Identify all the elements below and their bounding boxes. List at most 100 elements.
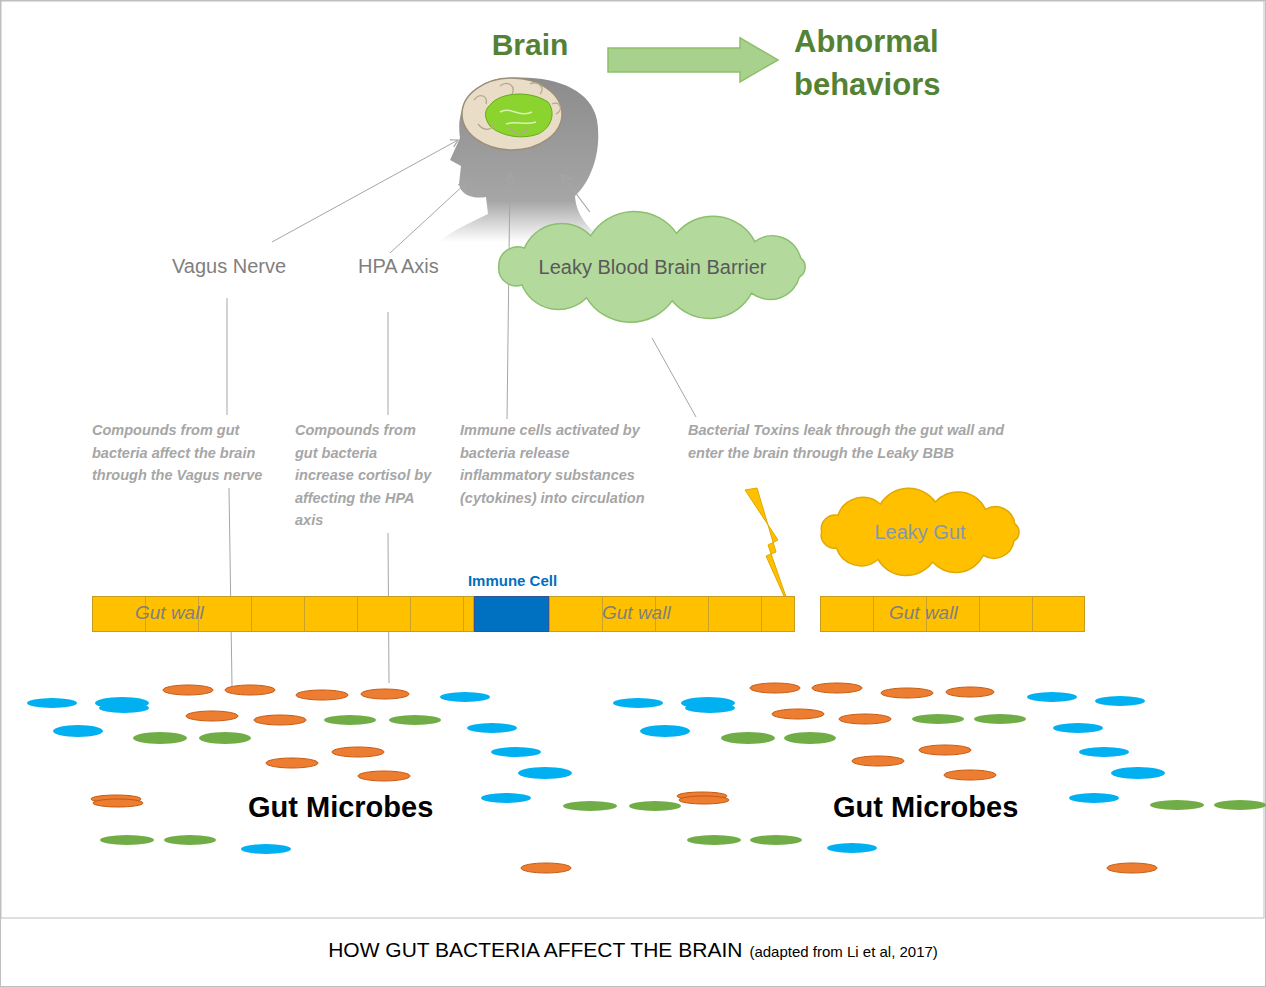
microbe <box>613 698 663 708</box>
leader-line <box>229 488 232 686</box>
microbe <box>750 835 802 845</box>
microbe <box>163 685 213 695</box>
microbe <box>1079 747 1129 757</box>
node-label: Leaky Gut <box>800 483 1040 581</box>
microbe <box>944 770 996 780</box>
microbe <box>491 747 541 757</box>
microbe <box>784 732 836 744</box>
leader-line <box>388 312 389 415</box>
microbe <box>1107 863 1157 873</box>
pathway-label: Vagus Nerve <box>172 253 286 279</box>
microbe <box>296 690 348 700</box>
note-text: Bacterial Toxins leak through the gut wa… <box>688 419 1038 464</box>
leader-line <box>272 140 458 242</box>
leader-line <box>390 183 466 253</box>
microbe <box>1095 696 1145 706</box>
microbe <box>827 843 877 853</box>
microbe <box>99 703 149 713</box>
microbe <box>685 703 735 713</box>
microbe <box>324 715 376 725</box>
microbe <box>629 801 681 811</box>
microbe <box>687 835 741 845</box>
note-text: Compounds from gut bacteria increase cor… <box>295 419 440 532</box>
leader-line <box>652 338 696 417</box>
gut-wall-band: Gut wall <box>549 596 795 632</box>
block-arrow <box>608 38 778 82</box>
figure-frame <box>1 1 1264 918</box>
microbe <box>974 714 1026 724</box>
microbe <box>361 689 409 699</box>
microbe <box>27 698 77 708</box>
microbe <box>679 796 729 804</box>
microbe <box>332 747 384 757</box>
immune-cell-box: Immune Cell <box>474 596 549 632</box>
group-label: Gut Microbes <box>248 789 433 827</box>
microbe <box>750 683 800 693</box>
microbe <box>919 745 971 755</box>
figure-caption: HOW GUT BACTERIA AFFECT THE BRAIN <box>328 938 742 961</box>
microbe <box>721 732 775 744</box>
microbe <box>1069 793 1119 803</box>
microbe <box>358 771 410 781</box>
microbe <box>772 709 824 719</box>
microbe <box>812 683 862 693</box>
microbe <box>225 685 275 695</box>
microbe <box>852 756 904 766</box>
node-heading: Immune Cell <box>450 571 575 591</box>
cloud-node: Leaky Gut <box>800 483 1040 581</box>
brain-shape <box>462 78 562 150</box>
outcome-node: Abnormal behaviors <box>778 20 978 105</box>
brain-highlight <box>486 94 553 137</box>
microbe <box>1053 723 1103 733</box>
pathway-label: HPA Axis <box>358 253 439 279</box>
microbe <box>266 758 318 768</box>
brain-folds <box>474 83 560 134</box>
microbe <box>93 799 143 807</box>
microbe <box>563 801 617 811</box>
head-silhouette <box>440 78 605 242</box>
node-label: Leaky Blood Brain Barrier <box>465 212 840 322</box>
microbe <box>881 688 933 698</box>
source-note: (adapted from Li et al, 2017) <box>749 943 937 960</box>
leader-line <box>507 174 510 420</box>
note-text: Compounds from gut bacteria affect the b… <box>92 419 297 487</box>
brain-folds-highlight <box>500 110 536 124</box>
microbe <box>241 844 291 854</box>
outcome-text: Abnormal behaviors <box>794 20 978 106</box>
microbe <box>254 715 306 725</box>
caption-row: HOW GUT BACTERIA AFFECT THE BRAIN (adapte… <box>0 938 1266 962</box>
cloud-node: Leaky Blood Brain Barrier <box>465 212 840 322</box>
microbe <box>1027 692 1077 702</box>
leader-line <box>227 298 228 415</box>
microbe <box>640 725 690 737</box>
microbe <box>389 715 441 725</box>
node-label: Gut wall <box>135 597 204 629</box>
microbe <box>1111 767 1165 779</box>
group-label: Gut Microbes <box>833 789 1018 827</box>
microbe <box>53 725 103 737</box>
microbe <box>521 863 571 873</box>
microbe <box>1214 800 1266 810</box>
microbe <box>133 732 187 744</box>
microbe <box>186 711 238 721</box>
microbe <box>467 723 517 733</box>
node-label: Gut wall <box>602 597 671 629</box>
microbe <box>912 714 964 724</box>
microbe <box>481 793 531 803</box>
microbe <box>1150 800 1204 810</box>
node-label: Gut wall <box>889 597 958 629</box>
gut-wall-band: Gut wall <box>820 596 1085 632</box>
brain-node: Brain <box>452 25 608 175</box>
microbe <box>440 692 490 702</box>
microbe <box>839 714 891 724</box>
microbe <box>199 732 251 744</box>
microbe <box>164 835 216 845</box>
gut-wall-band: Gut wall <box>92 596 474 632</box>
connector-arrow <box>562 175 590 212</box>
microbe <box>518 767 572 779</box>
microbe <box>946 687 994 697</box>
microbe <box>100 835 154 845</box>
node-title: Brain <box>452 25 608 65</box>
